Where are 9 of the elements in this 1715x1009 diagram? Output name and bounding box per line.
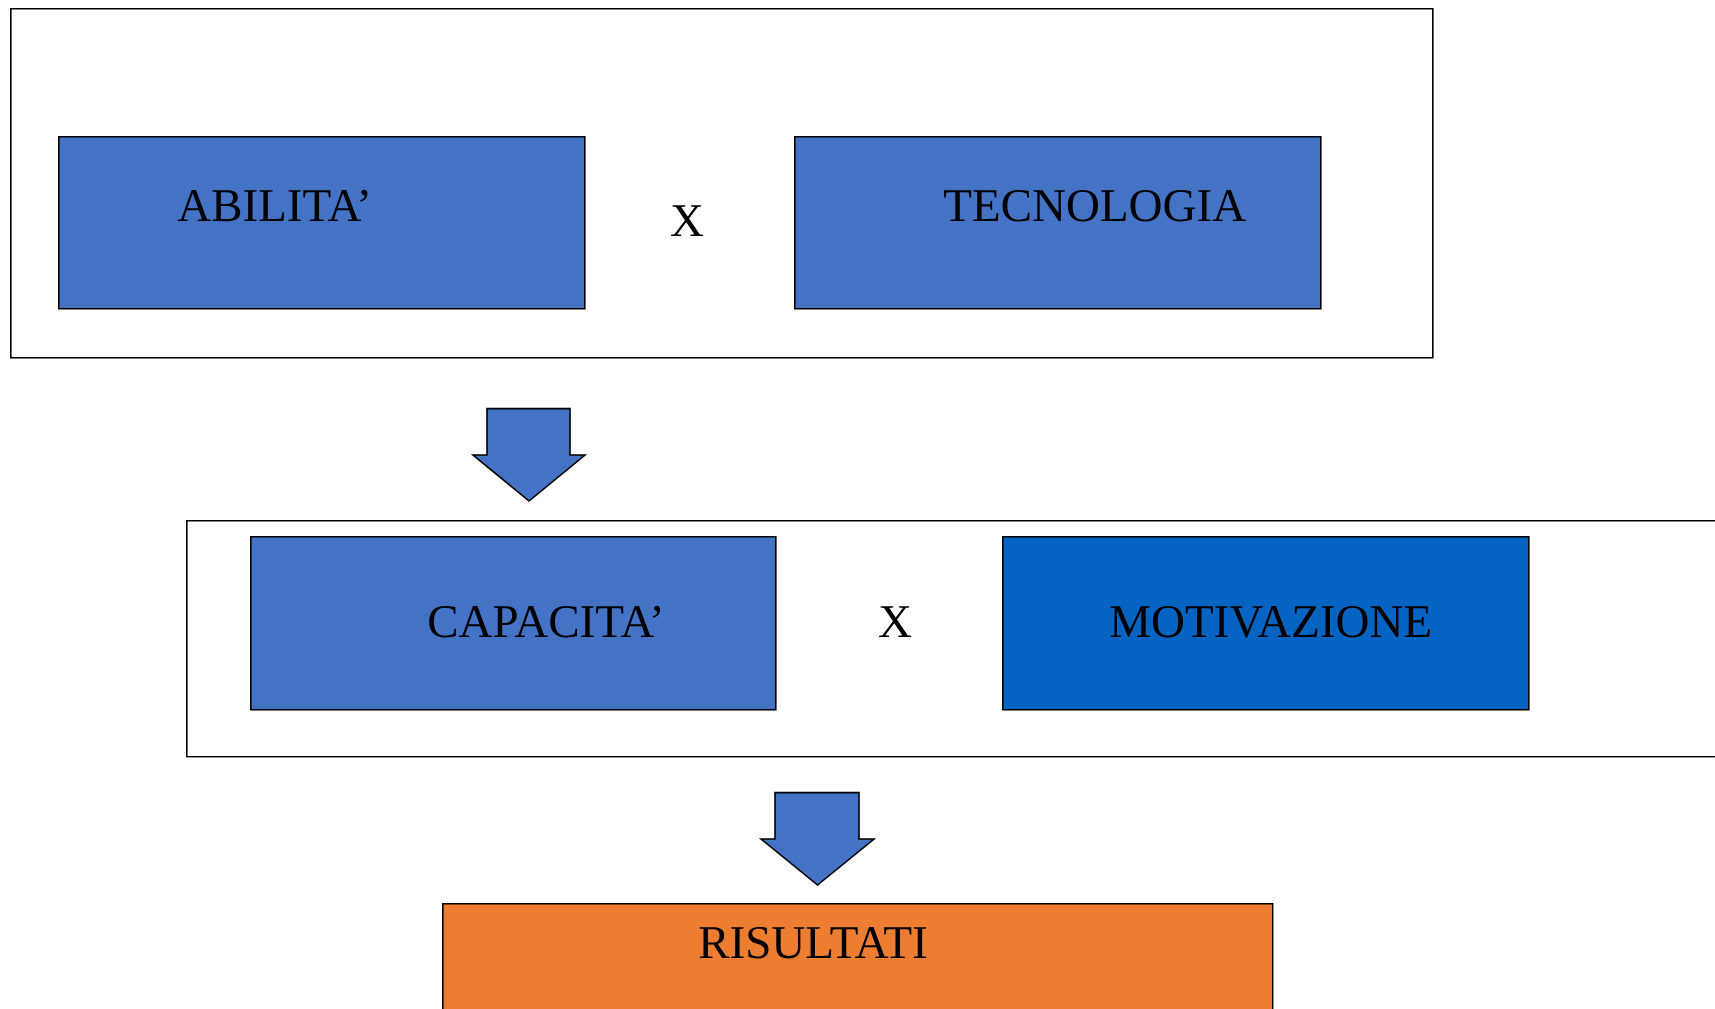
process-box: TECNOLOGIA [794, 136, 1322, 310]
multiply-sign: X [671, 205, 704, 236]
process-box: ABILITA’ [58, 136, 586, 310]
process-box: MOTIVAZIONE [1002, 536, 1530, 711]
process-box: CAPACITA’ [250, 536, 777, 711]
process-box: RISULTATI [442, 903, 1274, 1009]
block-arrow [470, 407, 588, 503]
multiply-sign: X [879, 606, 912, 637]
block-arrow [758, 791, 877, 887]
